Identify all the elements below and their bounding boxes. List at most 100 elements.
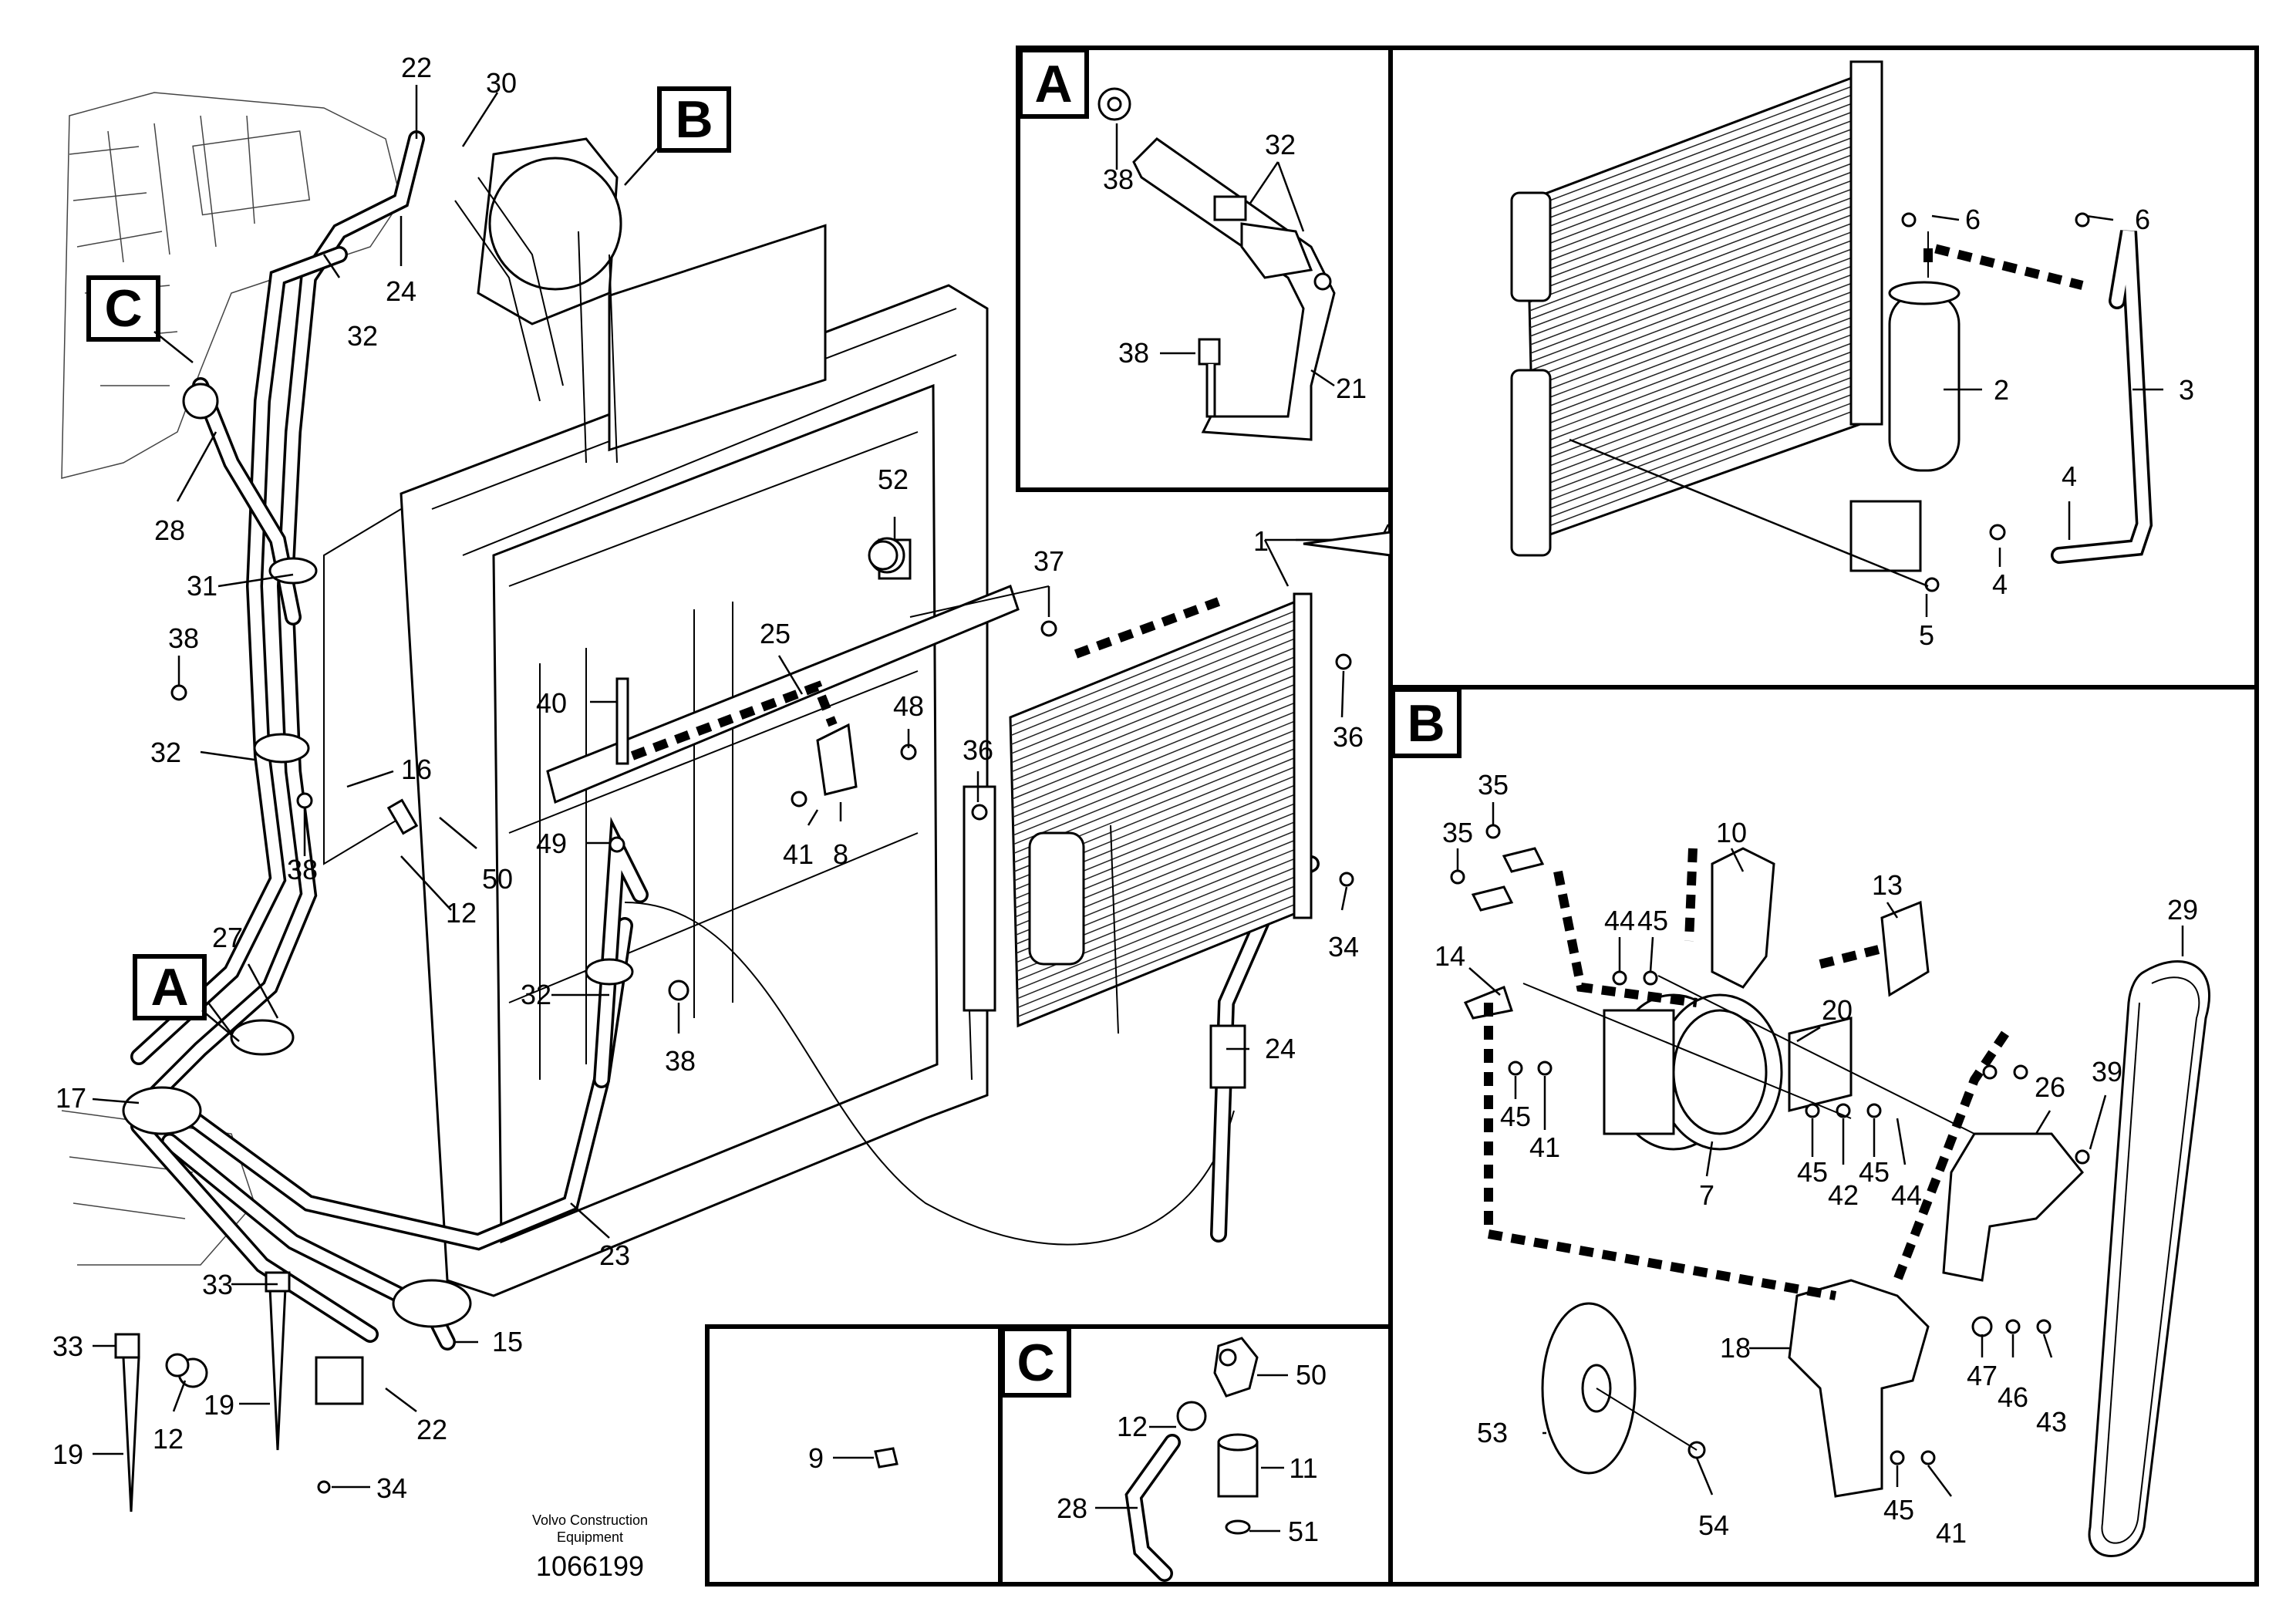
inset-b-label-20: 20 — [1822, 994, 1853, 1026]
label-32-left: 32 — [150, 737, 181, 768]
drawing-footer: Volvo Construction Equipment 1066199 — [463, 1512, 717, 1583]
inset-condenser-detail: 6 6 2 3 4 4 5 — [1388, 46, 2259, 690]
condenser-fin — [1529, 179, 1877, 312]
manufacturer-line-1: Volvo Construction — [531, 1512, 649, 1528]
condenser-fin — [1017, 882, 1303, 1000]
condenser-fin — [1011, 664, 1298, 782]
inset-c-label-12: 12 — [1117, 1411, 1148, 1442]
condenser-fin — [1532, 349, 1881, 481]
condenser-fin — [1528, 145, 1876, 278]
label-25: 25 — [760, 618, 791, 649]
label-16: 16 — [401, 754, 432, 785]
inset-b-label-53: 53 — [1477, 1417, 1508, 1448]
label-36-b: 36 — [1333, 721, 1364, 753]
condenser-fin — [1528, 128, 1876, 261]
inset-b-label-10: 10 — [1716, 817, 1747, 848]
bolts-main — [170, 620, 1354, 1494]
condenser-fin — [1533, 357, 1881, 490]
label-41: 41 — [783, 838, 814, 870]
inset-cond-label-4-a: 4 — [2062, 460, 2077, 492]
inset-b-label-13: 13 — [1872, 869, 1903, 901]
label-38-left: 38 — [168, 622, 199, 654]
inset-b-label-47: 47 — [1967, 1360, 1998, 1391]
label-32-mid: 32 — [521, 979, 551, 1010]
inset-b-label-45-d: 45 — [1859, 1156, 1890, 1188]
condenser-fin — [1017, 873, 1303, 990]
condenser-fin — [1531, 264, 1880, 396]
label-33-b: 33 — [52, 1330, 83, 1362]
condenser-fin — [1530, 247, 1879, 379]
inset-b-label-44-a: 44 — [1604, 905, 1635, 936]
inset-b-label-39: 39 — [2092, 1056, 2122, 1088]
label-33-a: 33 — [202, 1269, 233, 1300]
condenser-fin — [1017, 891, 1303, 1009]
inset-b-label-29: 29 — [2167, 894, 2198, 926]
condenser-fin — [1533, 383, 1882, 515]
inset-cond-label-2: 2 — [1994, 374, 2009, 406]
inset-c-label-28: 28 — [1057, 1492, 1087, 1524]
hose-clamps — [122, 557, 634, 1328]
inset-9-frame — [705, 1324, 1003, 1587]
condenser-fin — [1533, 366, 1882, 498]
condenser-fin — [1534, 391, 1882, 524]
label-31: 31 — [187, 570, 217, 602]
label-22-top: 22 — [401, 52, 432, 83]
inset-c-label-51: 51 — [1288, 1516, 1319, 1547]
condenser-callout-arrow — [1303, 531, 1392, 557]
condenser-fin — [1529, 204, 1878, 337]
label-27: 27 — [212, 922, 243, 953]
label-34-right: 34 — [1328, 931, 1359, 963]
condenser-fin — [1010, 619, 1296, 737]
inset-b-label-45-a: 45 — [1637, 905, 1668, 936]
inset-b-label-42: 42 — [1828, 1179, 1859, 1211]
main-leader-lines — [92, 85, 1390, 1489]
callout-b-letter: B — [675, 90, 713, 149]
condenser-fin — [1529, 162, 1877, 295]
label-24-right: 24 — [1265, 1033, 1296, 1064]
condenser-fin — [1012, 691, 1299, 809]
inset-a-label-21: 21 — [1336, 373, 1367, 404]
label-8: 8 — [833, 838, 848, 870]
inset-callouts-main: B C A — [86, 86, 731, 1042]
condenser-fin — [1012, 673, 1298, 791]
engine-block-drawing — [61, 92, 402, 1266]
label-28: 28 — [154, 514, 185, 546]
condenser-fin — [1534, 400, 1883, 532]
label-52: 52 — [878, 464, 909, 495]
label-49: 49 — [536, 828, 567, 859]
label-34-bottom: 34 — [376, 1472, 407, 1504]
inset-b-label-7: 7 — [1699, 1179, 1714, 1211]
condenser-main — [963, 592, 1313, 1081]
label-22-bottom: 22 — [416, 1414, 447, 1445]
inset-c: C 50 12 11 28 51 — [998, 1324, 1393, 1587]
condenser-fin — [1532, 340, 1881, 473]
bracket-25-drawing — [546, 540, 1050, 804]
label-32-top: 32 — [347, 320, 378, 352]
inset-b-label-35-a: 35 — [1478, 769, 1509, 801]
condenser-fin — [1011, 655, 1298, 773]
inset-a: A 38 32 38 21 — [1016, 46, 1393, 492]
condenser-fin — [1532, 289, 1880, 422]
inset-b-label-43: 43 — [2036, 1406, 2067, 1438]
condenser-fin — [1010, 637, 1297, 754]
condenser-fin — [1529, 187, 1877, 320]
label-37: 37 — [1033, 545, 1064, 577]
condenser-fin — [1531, 272, 1880, 405]
inset-cond-label-6-a: 6 — [1965, 204, 1981, 235]
condenser-fin — [1527, 111, 1876, 244]
condenser-fin — [1529, 153, 1876, 286]
condenser-fin — [1533, 374, 1882, 507]
label-19-a: 19 — [204, 1389, 234, 1421]
condenser-fin — [1527, 86, 1875, 218]
inset-b-label-54: 54 — [1698, 1509, 1729, 1541]
condenser-fin — [1013, 719, 1300, 836]
condenser-fin — [1529, 213, 1878, 346]
label-12-bottom: 12 — [153, 1423, 184, 1455]
fittings-bottom-left — [114, 1271, 364, 1512]
inset-b-label-14: 14 — [1435, 940, 1465, 972]
compressor-pulley-drawing — [454, 137, 622, 464]
label-1: 1 — [1253, 525, 1269, 557]
label-15: 15 — [492, 1326, 523, 1357]
condenser-fin — [1530, 221, 1878, 354]
